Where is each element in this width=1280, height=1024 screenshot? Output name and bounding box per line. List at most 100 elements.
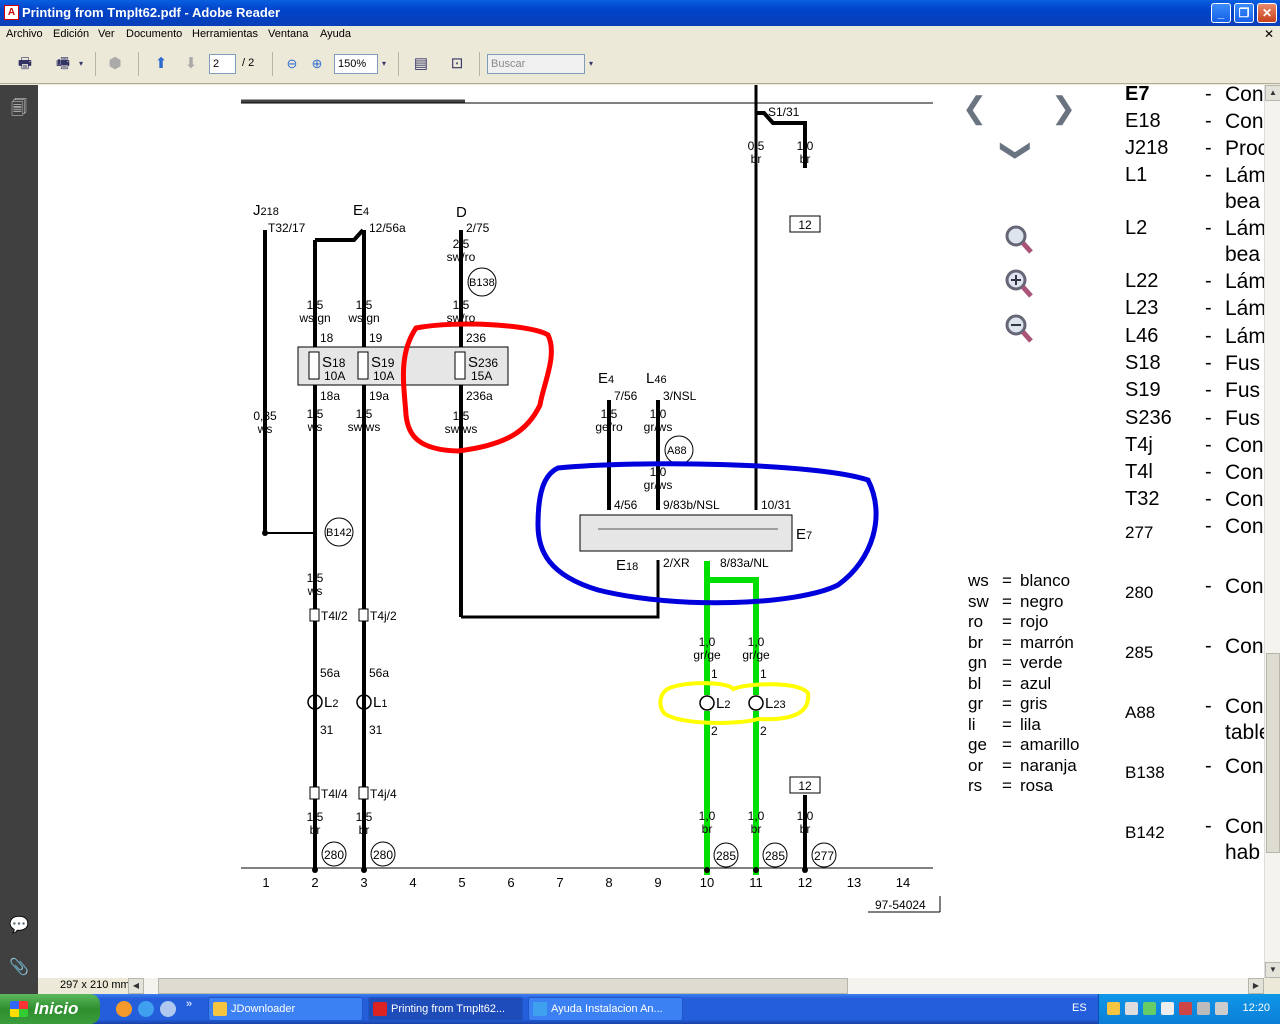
close-button[interactable]: ✕ [1257, 3, 1277, 23]
minimize-button[interactable]: _ [1211, 3, 1231, 23]
zoom-out-tool-icon[interactable] [1003, 312, 1033, 346]
legend-value: verde [1020, 653, 1063, 672]
task-jdownloader[interactable]: JDownloader [208, 997, 363, 1021]
tray-security-icon[interactable] [1143, 1002, 1156, 1015]
vertical-scroll-thumb[interactable] [1266, 653, 1280, 853]
next-page-icon[interactable]: ⬇ [184, 55, 198, 72]
vertical-scrollbar[interactable]: ▲ ▼ [1264, 85, 1280, 978]
maximize-button[interactable]: ❐ [1234, 3, 1254, 23]
legend-value: amarillo [1020, 735, 1080, 754]
component-dash: - [1205, 575, 1212, 597]
tray-jdownloader-icon[interactable] [1107, 1002, 1120, 1015]
component-row: L46-Lám [1125, 325, 1264, 381]
terminal-label: 31 [320, 723, 334, 737]
legend-value: naranja [1020, 755, 1077, 775]
wire-label: 1,5 [453, 409, 470, 423]
zoom-in-tool-icon[interactable] [1003, 267, 1033, 301]
previous-page-icon[interactable]: ⬆ [154, 55, 168, 72]
pin-label: 1 [711, 667, 718, 681]
terminal-label: 7/56 [614, 389, 638, 403]
menu-ayuda[interactable]: Ayuda [320, 28, 351, 40]
document-view[interactable]: J218 E4 D E4 L46 T32/17 12/56a 2/75 S1/3… [38, 85, 1264, 978]
blue-annotation [535, 461, 879, 606]
organizer-icon[interactable]: 🖷 [55, 55, 71, 72]
search-dropdown-icon[interactable]: ▾ [588, 59, 593, 68]
wire-label: 1,0 [699, 809, 716, 823]
toolbar-separator [95, 52, 96, 76]
box-label: 12 [798, 779, 812, 793]
comp-label-d: D [456, 204, 467, 221]
zoom-dropdown-icon[interactable]: ▾ [381, 59, 386, 68]
red-annotation [400, 321, 554, 454]
chevron-right-icon[interactable]: ❯ [1051, 92, 1077, 125]
pages-icon[interactable]: 🗐 [11, 100, 27, 117]
terminal-label: 8/83a/NL [720, 556, 769, 570]
tray-network-icon[interactable] [1125, 1002, 1138, 1015]
component-dash: - [1205, 85, 1212, 105]
scroll-down-icon[interactable]: ▼ [1265, 962, 1280, 978]
wire-label: 0,35 [253, 409, 277, 423]
scroll-up-icon[interactable]: ▲ [1265, 85, 1280, 101]
windows-flag-icon [10, 1001, 28, 1017]
wire-label: 1,5 [307, 810, 324, 824]
comments-icon[interactable]: 💬 [9, 917, 29, 934]
component-code: B138 [1125, 763, 1165, 782]
wire-label: 1,5 [453, 298, 470, 312]
column-number: 5 [458, 875, 465, 890]
menu-edicion[interactable]: Edición [53, 28, 90, 40]
zoom-input[interactable]: 150% [334, 54, 378, 74]
tray-usb-icon[interactable] [1161, 1002, 1174, 1015]
fit-page-icon[interactable]: ⊡ [450, 55, 464, 72]
internet-explorer-icon[interactable] [138, 1001, 154, 1017]
task-browser[interactable]: Ayuda Instalacion An... [528, 997, 683, 1021]
lamp-l1-symbol [356, 694, 372, 710]
scroll-left-icon[interactable]: ◀ [128, 978, 144, 994]
start-button[interactable]: Inicio [0, 994, 100, 1024]
zoom-in-icon[interactable]: ⊕ [311, 56, 323, 71]
pin-label: 2 [711, 724, 718, 738]
document-close-icon[interactable]: ✕ [1263, 27, 1274, 41]
toolbar-separator [479, 52, 480, 76]
toolbar-separator [398, 52, 399, 76]
task-adobe-reader[interactable]: Printing from Tmplt62... [368, 997, 523, 1021]
zoom-out-icon[interactable]: ⊖ [286, 56, 298, 71]
magnify-icon[interactable] [1003, 223, 1033, 257]
menu-ver[interactable]: Ver [98, 28, 115, 40]
component-code: 280 [1125, 583, 1154, 602]
firefox-icon[interactable] [116, 1001, 132, 1017]
menu-archivo[interactable]: Archivo [6, 28, 43, 40]
tray-app-icon[interactable] [1215, 1002, 1228, 1015]
messenger-icon[interactable] [160, 1001, 176, 1017]
box-label: 12 [798, 218, 812, 232]
horizontal-scroll-thumb[interactable] [158, 978, 848, 994]
menu-ventana[interactable]: Ventana [268, 28, 309, 40]
wire-label: br [702, 822, 713, 836]
menu-herramientas[interactable]: Herramientas [192, 28, 259, 40]
component-dash: - [1205, 217, 1212, 239]
component-code: A88 [1125, 703, 1156, 722]
language-indicator[interactable]: ES [1072, 1002, 1087, 1014]
hand-icon[interactable]: ⬢ [108, 55, 122, 72]
chevron-down-icon[interactable]: ❯ [1000, 137, 1034, 164]
fit-width-icon[interactable]: ▤ [413, 55, 429, 72]
print-icon[interactable]: 🖶 [17, 55, 33, 72]
chevron-left-icon[interactable]: ❮ [962, 92, 988, 125]
page-number-input[interactable]: 2 [209, 54, 236, 74]
terminal-label: 2/XR [663, 556, 690, 570]
legend-equals: = [1002, 714, 1012, 734]
legend-value: negro [1020, 591, 1064, 611]
horizontal-scrollbar[interactable]: ◀ ▶ [128, 978, 1264, 994]
attachments-icon[interactable]: 📎 [9, 959, 29, 976]
scroll-right-icon[interactable]: ▶ [1248, 978, 1264, 994]
tray-volume-icon[interactable] [1179, 1002, 1192, 1015]
quicklaunch-more-icon[interactable]: » [186, 998, 193, 1010]
comp-label-e4: E4 [353, 202, 369, 219]
wire-label: br [359, 823, 370, 837]
chevron-down-icon[interactable]: ▾ [78, 59, 83, 68]
search-input[interactable]: Buscar [487, 54, 585, 74]
menu-documento[interactable]: Documento [126, 28, 183, 40]
component-row: J218-Proc [1125, 137, 1264, 193]
ground-ref-label: 277 [814, 849, 834, 863]
legend-row: gr=gris [968, 694, 1108, 714]
tray-update-icon[interactable] [1197, 1002, 1210, 1015]
